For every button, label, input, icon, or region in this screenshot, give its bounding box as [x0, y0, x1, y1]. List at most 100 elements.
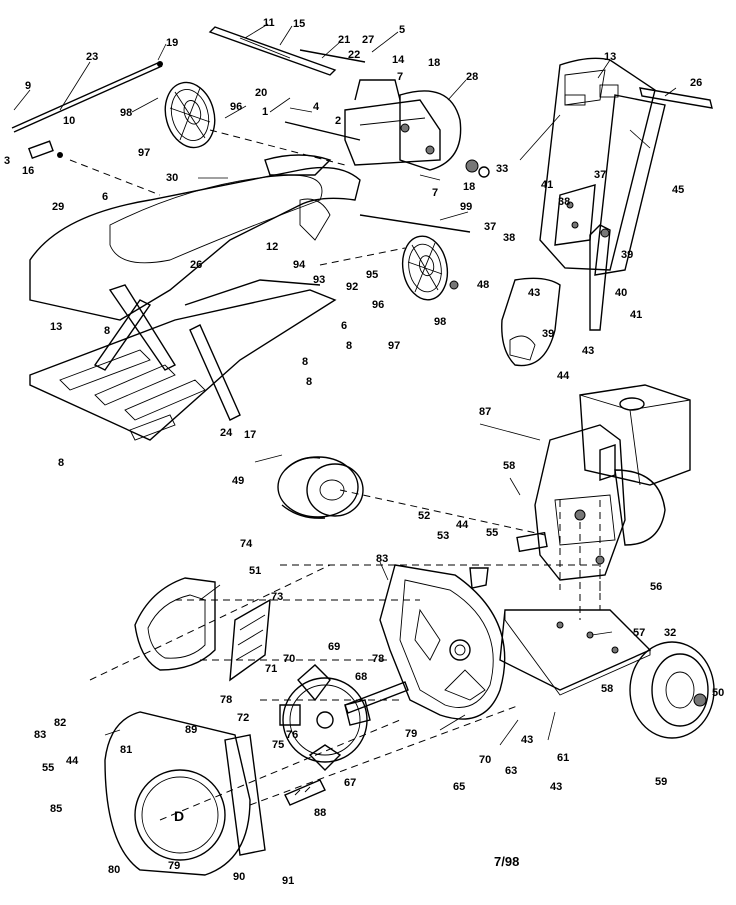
- callout-83: 83: [376, 553, 388, 565]
- rod-21: [299, 49, 366, 63]
- housing-plate-65: [379, 564, 506, 720]
- leader-lines: [13, 23, 677, 746]
- callout-74: 74: [240, 538, 253, 550]
- callout-44b: 44: [456, 519, 469, 531]
- callout-67: 67: [344, 777, 356, 789]
- callout-13: 13: [604, 51, 616, 63]
- chute-base-48: [501, 277, 561, 367]
- callout-3: 3: [4, 155, 10, 167]
- callout-68: 68: [355, 671, 367, 683]
- callout-7b: 7: [432, 187, 438, 199]
- callout-37b: 37: [484, 221, 496, 233]
- callout-95: 95: [366, 269, 378, 281]
- callout-12: 12: [266, 241, 278, 253]
- callout-69: 69: [328, 641, 340, 653]
- callout-22: 22: [348, 49, 360, 61]
- chute-handle-45: [639, 87, 713, 109]
- callout-8b: 8: [346, 340, 352, 352]
- callout-99: 99: [460, 201, 472, 213]
- callout-29: 29: [52, 201, 64, 213]
- callout-53: 53: [437, 530, 449, 542]
- handle-15: [208, 26, 337, 76]
- engine-87: [516, 384, 691, 581]
- callout-43: 43: [528, 287, 540, 299]
- callout-26: 26: [190, 259, 202, 271]
- callout-61: 61: [557, 752, 569, 764]
- callout-89: 89: [185, 724, 197, 736]
- callout-49: 49: [232, 475, 244, 487]
- callout-39b: 39: [542, 328, 554, 340]
- callout-92: 92: [346, 281, 358, 293]
- plate-90: [224, 734, 266, 856]
- callout-63: 63: [505, 765, 517, 777]
- callout-40: 40: [615, 287, 627, 299]
- callout-58: 58: [503, 460, 515, 472]
- callout-7: 7: [397, 71, 403, 83]
- hub-cap-98b: [449, 280, 459, 290]
- discharge-chute-33: [539, 57, 666, 276]
- impeller-69: [279, 664, 371, 771]
- callout-32: 32: [664, 627, 676, 639]
- callout-labels: 11 15 5 21 27 22 14 19 23 9 98 96 20 1 4…: [4, 17, 724, 887]
- callout-2: 2: [335, 115, 341, 127]
- callout-98: 98: [120, 107, 132, 119]
- callout-91: 91: [282, 875, 294, 887]
- callout-73: 73: [271, 591, 283, 603]
- callout-8e: 8: [58, 457, 64, 469]
- callout-72: 72: [237, 712, 249, 724]
- callout-80: 80: [108, 864, 120, 876]
- callout-8: 8: [104, 325, 110, 337]
- rod-4: [284, 121, 361, 141]
- callout-78: 78: [372, 653, 384, 665]
- callout-10: 10: [63, 115, 75, 127]
- callout-21: 21: [338, 34, 350, 46]
- small-wheel-97-left: [164, 81, 216, 149]
- callout-98b: 98: [434, 316, 446, 328]
- mounting-plate-57: [499, 609, 652, 696]
- callout-70: 70: [283, 653, 295, 665]
- callout-20: 20: [255, 87, 267, 99]
- shaft-68: [344, 681, 409, 714]
- callout-15: 15: [293, 18, 305, 30]
- callout-24: 24: [220, 427, 233, 439]
- screen-73: [229, 598, 271, 682]
- hopper-30: [29, 154, 361, 321]
- callout-41: 41: [541, 179, 553, 191]
- callout-96b: 96: [372, 299, 384, 311]
- bracket-55: [469, 567, 489, 589]
- callout-70b: 70: [479, 754, 491, 766]
- callout-93: 93: [313, 274, 325, 286]
- end-cover-80: [104, 711, 251, 876]
- callout-8d: 8: [306, 376, 312, 388]
- callout-18b: 18: [463, 181, 475, 193]
- callout-97b: 97: [388, 340, 400, 352]
- callout-28: 28: [466, 71, 478, 83]
- callout-55: 55: [486, 527, 498, 539]
- callout-38b: 38: [503, 232, 515, 244]
- callout-17: 17: [244, 429, 256, 441]
- callout-57: 57: [633, 627, 645, 639]
- large-wheel-49: [277, 456, 364, 519]
- callout-44c: 44: [66, 755, 79, 767]
- assembly-dash-lines: [69, 129, 601, 821]
- callout-78b: 78: [220, 694, 232, 706]
- bracket-14: [344, 79, 441, 166]
- callout-38: 38: [558, 196, 570, 208]
- callout-97: 97: [138, 147, 150, 159]
- callout-55b: 55: [42, 762, 54, 774]
- callout-43b: 43: [582, 345, 594, 357]
- hammer-88: [284, 779, 326, 806]
- shroud-28: [399, 90, 462, 171]
- callout-27: 27: [362, 34, 374, 46]
- callout-50: 50: [712, 687, 724, 699]
- callout-87: 87: [479, 406, 491, 418]
- date-code: 7/98: [494, 854, 519, 869]
- callout-44: 44: [557, 370, 570, 382]
- callout-79b: 79: [168, 860, 180, 872]
- callout-4: 4: [313, 101, 320, 113]
- callout-75: 75: [272, 739, 284, 751]
- callout-88: 88: [314, 807, 326, 819]
- callout-83b: 83: [34, 729, 46, 741]
- callout-52: 52: [418, 510, 430, 522]
- axle-rod-23: [11, 61, 163, 133]
